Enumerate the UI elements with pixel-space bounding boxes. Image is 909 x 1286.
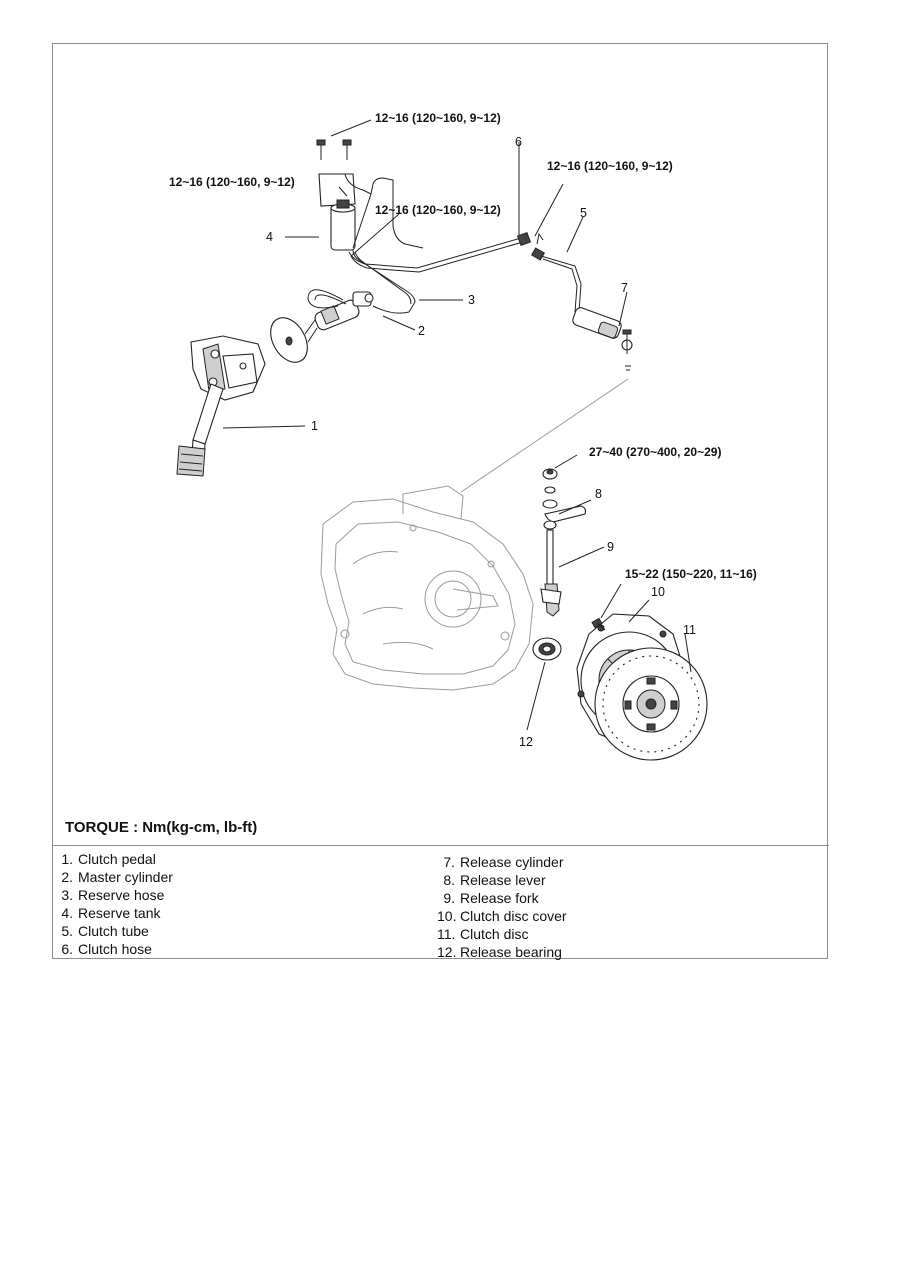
legend-item: 9.Release fork (443, 890, 539, 906)
release-cylinder-part (572, 307, 633, 371)
legend-item: 6.Clutch hose (61, 941, 152, 957)
torque-label-tube-hose: 12~16 (120~160, 9~12) (547, 159, 673, 173)
callout-8: 8 (595, 487, 602, 501)
release-bearing-part (532, 637, 562, 661)
tank-bolts (316, 139, 352, 160)
legend-item: 4.Reserve tank (61, 905, 161, 921)
transmission-housing (320, 378, 629, 691)
callout-2: 2 (418, 324, 425, 338)
master-cylinder-part (304, 289, 374, 343)
reserve-tank-part (318, 173, 372, 251)
callout-1: 1 (311, 419, 318, 433)
clutch-hose-part (530, 232, 582, 313)
torque-label-reserve-tank: 12~16 (120~160, 9~12) (169, 175, 295, 189)
pedal-seal-disc (270, 317, 308, 363)
clutch-cover-bolt (591, 617, 606, 631)
legend-right-column: 7.Release cylinder 8.Release lever 9.Rel… (437, 853, 567, 961)
torque-label-release-lever: 27~40 (270~400, 20~29) (589, 445, 721, 459)
legend-item: 7.Release cylinder (443, 854, 564, 870)
release-fork-part (540, 529, 562, 617)
clutch-tube-part (348, 177, 532, 273)
callout-3: 3 (468, 293, 475, 307)
clutch-exploded-diagram: 12~16 (120~160, 9~12) 12~16 (120~160, 9~… (169, 111, 757, 761)
legend-item: 1.Clutch pedal (61, 851, 156, 867)
callout-10: 10 (651, 585, 665, 599)
leader-lines (222, 119, 692, 731)
legend-item: 3.Reserve hose (61, 887, 165, 903)
diagram-frame: 12~16 (120~160, 9~12) 12~16 (120~160, 9~… (52, 43, 829, 961)
clutch-disc-part (594, 647, 708, 761)
torque-label-master-bolts: 12~16 (120~160, 9~12) (375, 111, 501, 125)
legend-item: 2.Master cylinder (61, 869, 173, 885)
clutch-pedal-part (176, 335, 266, 477)
legend-item: 8.Release lever (443, 872, 546, 888)
reserve-hose-part (352, 249, 416, 314)
callout-9: 9 (607, 540, 614, 554)
legend-item: 11.Clutch disc (437, 926, 529, 942)
callout-4: 4 (266, 230, 273, 244)
callout-12: 12 (519, 735, 533, 749)
torque-label-tube-master: 12~16 (120~160, 9~12) (375, 203, 501, 217)
release-lever-part (542, 468, 587, 530)
legend-left-column: 1.Clutch pedal 2.Master cylinder 3.Reser… (55, 850, 173, 958)
callout-11: 11 (683, 623, 696, 637)
callout-5: 5 (580, 206, 587, 220)
callout-6: 6 (515, 135, 522, 149)
legend-item: 10.Clutch disc cover (437, 908, 567, 924)
legend-item: 5.Clutch tube (61, 923, 149, 939)
legend-item: 12.Release bearing (437, 944, 562, 960)
torque-units-note: TORQUE : Nm(kg-cm, lb-ft) (65, 819, 258, 836)
torque-label-clutch-cover: 15~22 (150~220, 11~16) (625, 567, 757, 581)
diagram-area: 12~16 (120~160, 9~12) 12~16 (120~160, 9~… (53, 44, 829, 846)
callout-7: 7 (621, 281, 628, 295)
